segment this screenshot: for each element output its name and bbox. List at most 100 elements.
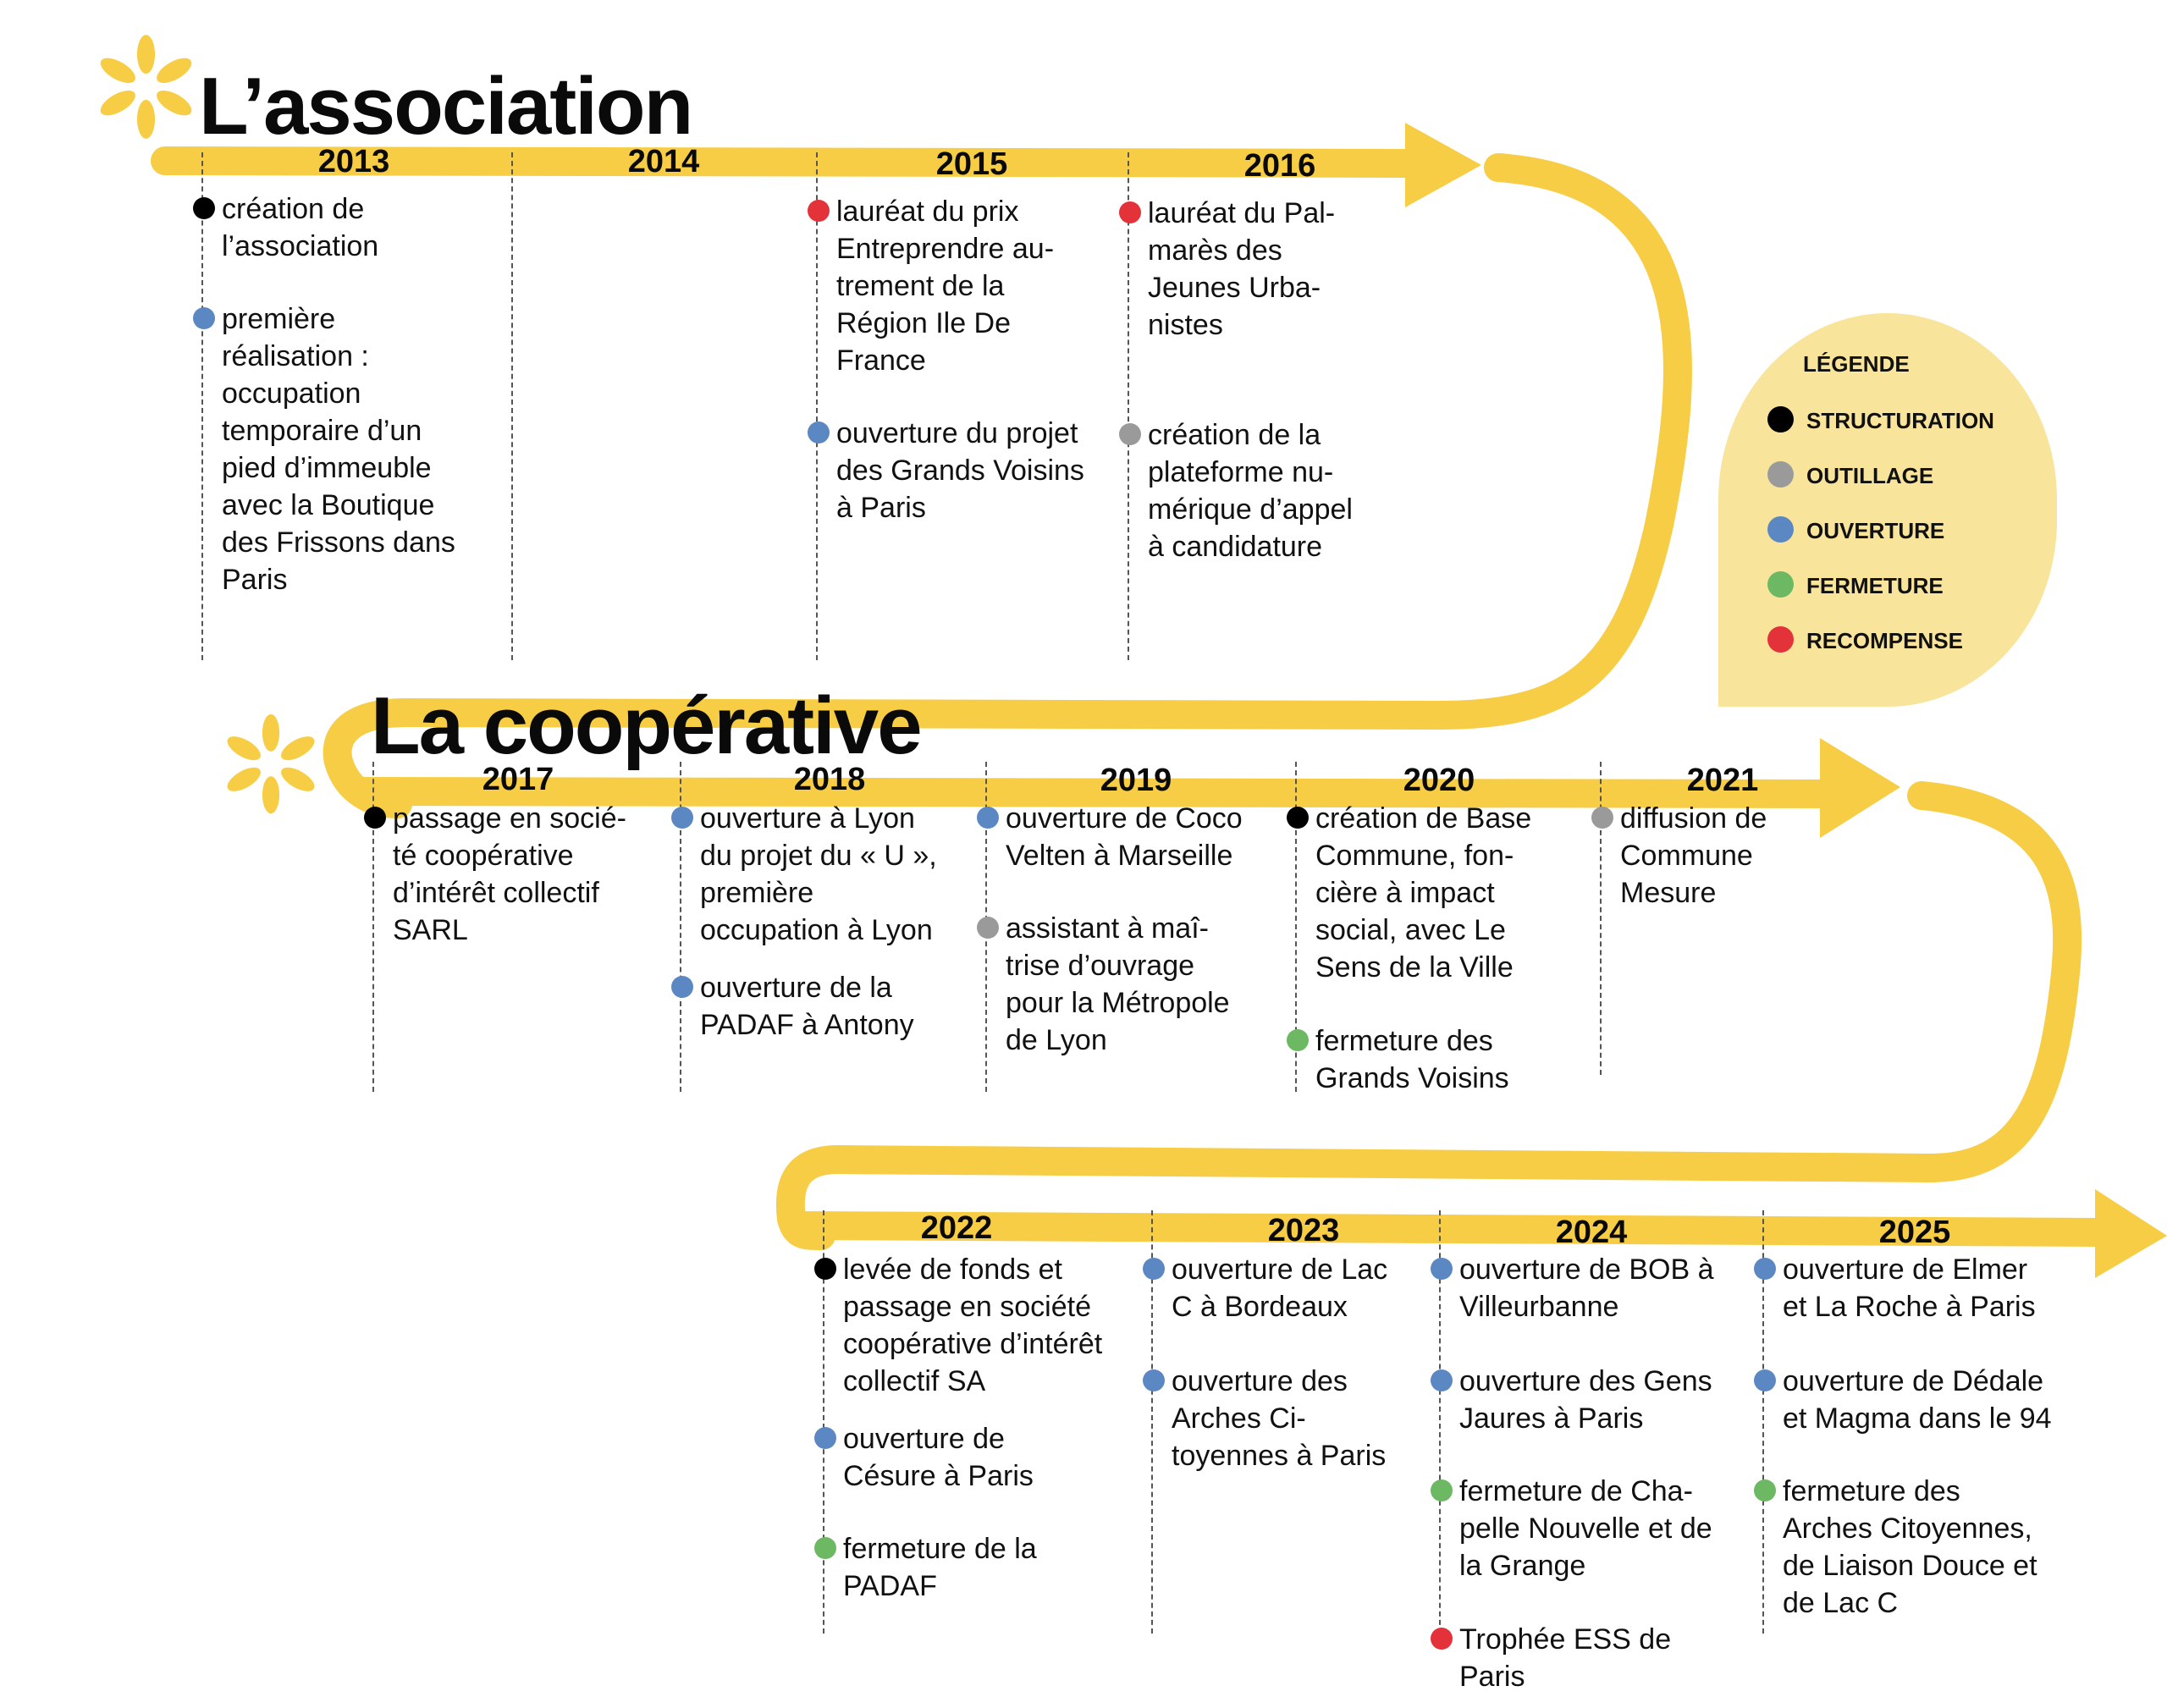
year-label: 2024 — [1555, 1215, 1628, 1250]
timeline-event: ouverture de BOB à Villeurbanne — [1431, 1251, 1714, 1325]
timeline-event: passage en socié- té coopérative d’intér… — [364, 800, 626, 949]
ouverture-dot-icon — [1143, 1258, 1165, 1280]
timeline-event: ouverture de Coco Velten à Marseille — [977, 800, 1243, 874]
timeline-event: ouverture de Lac C à Bordeaux — [1143, 1251, 1388, 1325]
legend-label: FERMETURE — [1806, 573, 1944, 598]
recompense-dot-icon — [1431, 1628, 1453, 1650]
timeline-event: ouverture des Gens Jaures à Paris — [1431, 1363, 1712, 1437]
event-text: ouverture de Elmer et La Roche à Paris — [1783, 1253, 2036, 1323]
event-text: fermeture des Arches Citoyennes, de Liai… — [1783, 1475, 2037, 1619]
arrow-head-3 — [2095, 1189, 2167, 1278]
timeline-event: lauréat du Pal- marès des Jeunes Urba- n… — [1119, 195, 1336, 344]
recompense-dot-icon — [808, 200, 830, 222]
event-text: ouverture des Arches Ci- toyennes à Pari… — [1172, 1365, 1387, 1472]
legend-label: OUVERTURE — [1806, 518, 1945, 543]
event-text: ouverture de la PADAF à Antony — [700, 972, 914, 1041]
year-label: 2018 — [793, 762, 866, 797]
ouverture-dot-icon — [1143, 1369, 1165, 1391]
event-text: création de l’association — [222, 193, 379, 262]
ouverture-dot-icon — [671, 807, 693, 829]
timeline-event: ouverture de Dédale et Magma dans le 94 — [1754, 1363, 2052, 1437]
arrow-head-1 — [1405, 123, 1481, 207]
structuration-dot-icon — [1287, 807, 1309, 829]
event-text: lauréat du Pal- marès des Jeunes Urba- n… — [1148, 197, 1336, 341]
year-divider — [511, 152, 513, 660]
event-text: lauréat du prix Entreprendre au- trement… — [836, 196, 1055, 377]
ouverture-dot-icon — [1754, 1258, 1776, 1280]
event-text: ouverture du projet des Grands Voisins à… — [836, 417, 1084, 524]
event-text: ouverture de Césure à Paris — [843, 1423, 1034, 1492]
outillage-dot-icon — [1591, 807, 1613, 829]
event-text: fermeture de Cha- pelle Nouvelle et de l… — [1459, 1475, 1712, 1582]
timeline-event: Trophée ESS de Paris — [1431, 1621, 1672, 1695]
structuration-dot-icon — [193, 197, 215, 219]
event-text: assistant à maî- trise d’ouvrage pour la… — [1006, 912, 1230, 1056]
timeline-event: création de Base Commune, fon- cière à i… — [1287, 800, 1532, 986]
legend-title: LÉGENDE — [1803, 351, 1910, 377]
event-text: ouverture de BOB à Villeurbanne — [1459, 1253, 1714, 1323]
year-label: 2016 — [1243, 148, 1316, 184]
structuration-dot-icon — [814, 1258, 836, 1280]
year-label: 2019 — [1100, 763, 1172, 798]
timeline-event: diffusion de Commune Mesure — [1591, 800, 1767, 912]
event-text: ouverture de Coco Velten à Marseille — [1006, 802, 1243, 872]
timeline-event: ouverture de Elmer et La Roche à Paris — [1754, 1251, 2036, 1325]
ouverture-dot-icon — [808, 421, 830, 444]
event-text: ouverture de Lac C à Bordeaux — [1172, 1253, 1388, 1323]
ouverture-dot-icon — [977, 807, 999, 829]
track-row-1 — [151, 146, 1436, 178]
timeline-event: levée de fonds et passage en société coo… — [814, 1251, 1103, 1400]
timeline-event: lauréat du prix Entreprendre au- trement… — [808, 193, 1055, 379]
ouverture-dot-icon — [193, 307, 215, 329]
outillage-dot-icon — [1119, 423, 1141, 445]
outillage-dot-icon — [977, 917, 999, 939]
section-title-cooperative: La coopérative — [371, 680, 923, 771]
legend-label: OUTILLAGE — [1806, 463, 1934, 488]
event-text: fermeture des Grands Voisins — [1315, 1025, 1509, 1094]
event-text: ouverture à Lyon du projet du « U », pre… — [700, 802, 937, 946]
year-divider — [1295, 762, 1297, 1092]
fermeture-dot-icon — [1287, 1029, 1309, 1051]
recompense-dot-icon — [1767, 626, 1794, 653]
timeline-event: fermeture de Cha- pelle Nouvelle et de l… — [1431, 1473, 1712, 1584]
year-label: 2017 — [482, 762, 554, 797]
ouverture-dot-icon — [1767, 516, 1794, 543]
event-text: passage en socié- té coopérative d’intér… — [393, 802, 626, 946]
fermeture-dot-icon — [1767, 571, 1794, 598]
recompense-dot-icon — [1119, 201, 1141, 223]
track-row-2 — [350, 777, 1860, 808]
ouverture-dot-icon — [1431, 1258, 1453, 1280]
timeline-event: création de la plateforme nu- mérique d’… — [1119, 416, 1353, 565]
arrow-head-2 — [1820, 738, 1900, 838]
asterisk-icon — [100, 35, 192, 139]
event-text: première réalisation : occupation tempor… — [222, 303, 455, 596]
event-text: Trophée ESS de Paris — [1459, 1623, 1672, 1693]
year-divider — [1439, 1210, 1441, 1634]
event-text: ouverture de Dédale et Magma dans le 94 — [1783, 1365, 2052, 1435]
year-label: 2025 — [1878, 1215, 1951, 1250]
fermeture-dot-icon — [814, 1537, 836, 1559]
outillage-dot-icon — [1767, 461, 1794, 488]
timeline-event: ouverture de Césure à Paris — [814, 1420, 1034, 1495]
ouverture-dot-icon — [814, 1427, 836, 1449]
ouverture-dot-icon — [671, 976, 693, 998]
year-label: 2020 — [1403, 763, 1475, 798]
timeline-event: assistant à maî- trise d’ouvrage pour la… — [977, 910, 1230, 1059]
event-text: création de la plateforme nu- mérique d’… — [1148, 419, 1353, 563]
section-title-association: L’association — [199, 61, 693, 152]
year-divider — [1151, 1210, 1153, 1634]
event-text: levée de fonds et passage en société coo… — [843, 1253, 1103, 1397]
year-divider — [1762, 1210, 1764, 1634]
year-divider — [816, 152, 818, 660]
event-text: ouverture des Gens Jaures à Paris — [1459, 1365, 1712, 1435]
fermeture-dot-icon — [1754, 1479, 1776, 1501]
timeline-event: fermeture de la PADAF — [814, 1530, 1037, 1605]
timeline-event: première réalisation : occupation tempor… — [193, 300, 455, 598]
timeline-event: ouverture de la PADAF à Antony — [671, 969, 914, 1044]
event-text: création de Base Commune, fon- cière à i… — [1315, 802, 1532, 983]
ouverture-dot-icon — [1754, 1369, 1776, 1391]
asterisk-icon — [227, 714, 315, 814]
event-text: fermeture de la PADAF — [843, 1533, 1037, 1602]
timeline-event: ouverture du projet des Grands Voisins à… — [808, 415, 1084, 526]
